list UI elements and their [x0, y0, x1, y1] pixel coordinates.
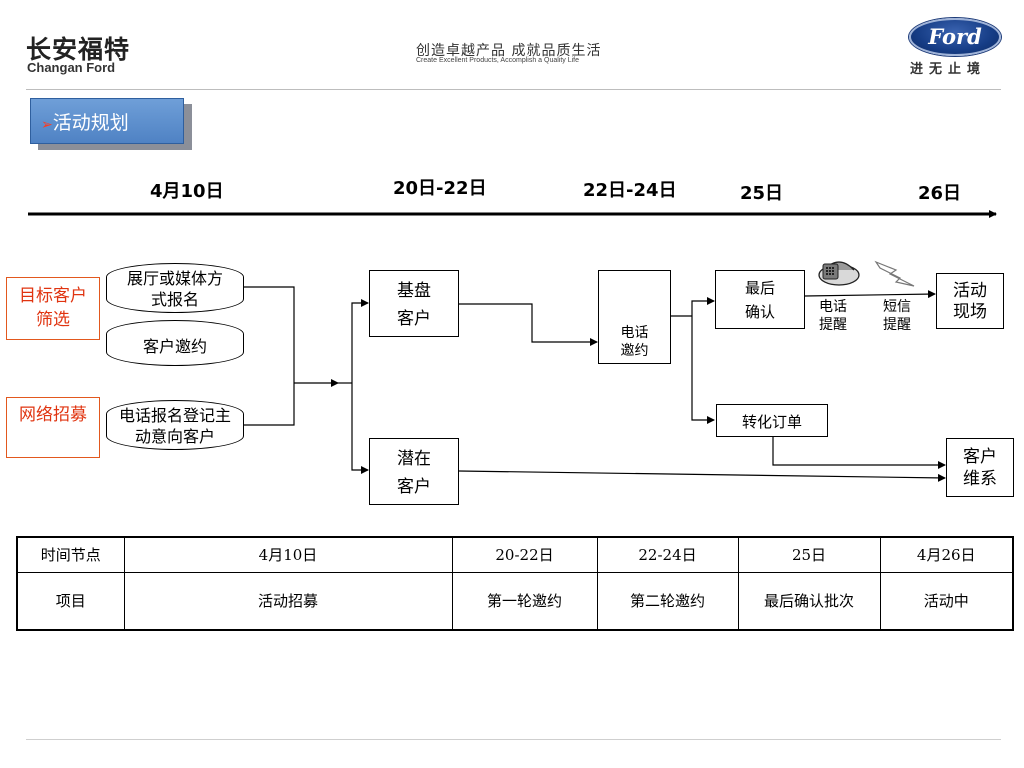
phone-register-node: 电话报名登记主动意向客户 — [106, 400, 244, 450]
slogan-cn: 创造卓越产品 成就品质生活 — [416, 43, 602, 59]
footer-divider — [26, 739, 1001, 740]
connector-to-base — [351, 299, 369, 383]
connector-potential-to-maintain — [458, 470, 946, 482]
table-cell: 时间节点 — [16, 536, 125, 573]
schedule-table: 时间节点 4月10日 20-22日 22-24日 25日 4月26日 项目 活动… — [16, 536, 1014, 631]
phone-invite-text: 电话邀约 — [620, 325, 649, 359]
table-cell: 项目 — [16, 571, 125, 631]
phone-invite-node: 电话邀约 — [598, 270, 671, 364]
table-row: 项目 活动招募 第一轮邀约 第二轮邀约 最后确认批次 活动中 — [16, 571, 1014, 631]
final-confirm-node: 最后确认 — [715, 270, 805, 329]
lightning-sms-icon — [874, 260, 915, 287]
ford-logo: Ford — [909, 18, 1001, 56]
table-cell: 第一轮邀约 — [451, 571, 598, 631]
phone-remind-label: 电话提醒 — [819, 299, 847, 333]
online-recruit-label: 网络招募 — [6, 397, 100, 458]
table-cell: 25日 — [737, 536, 881, 573]
slogan-en: Create Excellent Products, Accomplish a … — [416, 57, 580, 64]
brand-logo-en: Changan Ford — [27, 60, 116, 75]
ford-tagline: 进无止境 — [910, 62, 987, 77]
customer-maintain-node: 客户维系 — [946, 438, 1014, 497]
connector-to-convert — [691, 316, 715, 424]
potential-customer-node: 潜在客户 — [369, 438, 459, 505]
timeline-date-1: 4月10日 — [150, 181, 224, 202]
connector-phone-register — [243, 383, 295, 426]
connector-final-to-event — [804, 290, 936, 299]
ford-logo-text: Ford — [928, 24, 982, 49]
timeline-date-3: 22日-24日 — [583, 180, 677, 201]
arrow-bullet-icon: ➢ — [41, 117, 53, 133]
timeline-date-4: 25日 — [740, 183, 784, 204]
convert-order-node: 转化订单 — [716, 404, 828, 437]
event-site-node: 活动现场 — [936, 273, 1004, 329]
timeline-date-5: 26日 — [918, 183, 962, 204]
table-cell: 活动招募 — [123, 571, 453, 631]
table-header-row: 时间节点 4月10日 20-22日 22-24日 25日 4月26日 — [16, 536, 1014, 573]
table-cell: 22-24日 — [596, 536, 739, 573]
table-cell: 最后确认批次 — [737, 571, 881, 631]
sms-remind-label: 短信提醒 — [883, 299, 911, 333]
customer-invite-node: 客户邀约 — [106, 320, 244, 366]
timeline-date-2: 20日-22日 — [393, 178, 487, 199]
connector-base-to-invite — [459, 303, 598, 346]
target-screening-label: 目标客户筛选 — [6, 277, 100, 340]
table-cell: 20-22日 — [451, 536, 598, 573]
table-cell: 活动中 — [879, 571, 1014, 631]
section-title-text: 活动规划 — [52, 112, 129, 134]
brand-logo-cn: 长安福特 — [26, 35, 131, 64]
base-customer-node: 基盘客户 — [369, 270, 459, 337]
header-divider — [26, 89, 1001, 90]
connector-to-final — [691, 297, 715, 316]
showroom-media-node: 展厅或媒体方式报名 — [106, 263, 244, 313]
table-cell: 4月10日 — [123, 536, 453, 573]
connector-to-potential — [351, 383, 369, 474]
section-title: ➢活动规划 — [30, 98, 184, 144]
table-cell: 第二轮邀约 — [596, 571, 739, 631]
connector-convert-to-maintain — [772, 437, 946, 469]
connector-showroom — [243, 286, 295, 383]
table-cell: 4月26日 — [879, 536, 1014, 573]
telephone-reminder-icon — [818, 261, 860, 286]
